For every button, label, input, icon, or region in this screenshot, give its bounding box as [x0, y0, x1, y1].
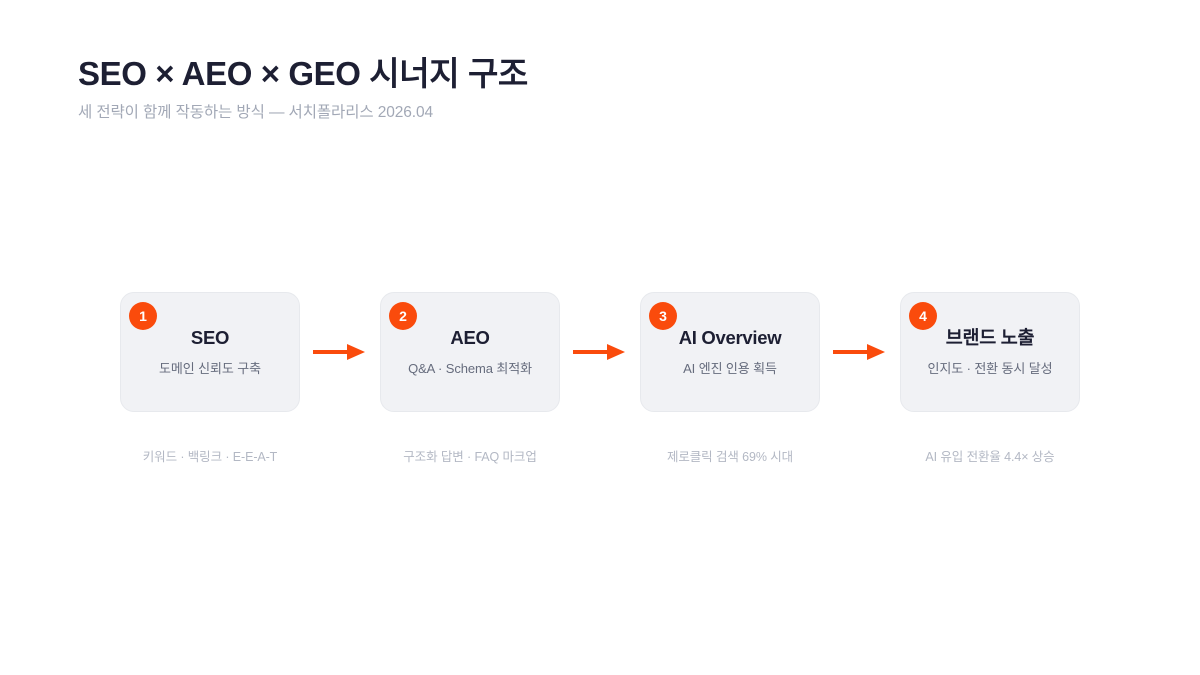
- step-badge-1: 1: [129, 302, 157, 330]
- connector-2: [560, 292, 640, 412]
- step-card-4[interactable]: 4 브랜드 노출 인지도 · 전환 동시 달성: [900, 292, 1080, 412]
- flow-step-2: 2 AEO Q&A · Schema 최적화 구조화 답변 · FAQ 마크업: [380, 292, 560, 465]
- step-subtitle-4: 인지도 · 전환 동시 달성: [927, 361, 1053, 377]
- step-caption-2: 구조화 답변 · FAQ 마크업: [403, 450, 537, 464]
- step-title-1: SEO: [190, 327, 230, 349]
- arrow-right-icon: [313, 343, 367, 361]
- step-card-1[interactable]: 1 SEO 도메인 신뢰도 구축: [120, 292, 300, 412]
- step-title-2: AEO: [450, 327, 490, 349]
- arrow-right-icon: [573, 343, 627, 361]
- step-badge-2: 2: [389, 302, 417, 330]
- flow-step-3: 3 AI Overview AI 엔진 인용 획득 제로클릭 검색 69% 시대: [640, 292, 820, 465]
- header: SEO × AEO × GEO 시너지 구조 세 전략이 함께 작동하는 방식 …: [78, 54, 528, 123]
- connector-1: [300, 292, 380, 412]
- step-subtitle-2: Q&A · Schema 최적화: [408, 361, 532, 377]
- step-card-3[interactable]: 3 AI Overview AI 엔진 인용 획득: [640, 292, 820, 412]
- page-title: SEO × AEO × GEO 시너지 구조: [78, 55, 528, 92]
- step-badge-4: 4: [909, 302, 937, 330]
- step-subtitle-1: 도메인 신뢰도 구축: [159, 361, 261, 377]
- page-subtitle: 세 전략이 함께 작동하는 방식 — 서치폴라리스 2026.04: [78, 104, 434, 122]
- flow-step-1: 1 SEO 도메인 신뢰도 구축 키워드 · 백링크 · E-E-A-T: [120, 292, 300, 465]
- connector-3: [820, 292, 900, 412]
- step-caption-1: 키워드 · 백링크 · E-E-A-T: [142, 450, 278, 464]
- step-card-2[interactable]: 2 AEO Q&A · Schema 최적화: [380, 292, 560, 412]
- step-caption-3: 제로클릭 검색 69% 시대: [666, 450, 794, 464]
- step-title-3: AI Overview: [678, 327, 782, 349]
- flow-step-4: 4 브랜드 노출 인지도 · 전환 동시 달성 AI 유입 전환율 4.4× 상…: [900, 292, 1080, 465]
- flow-diagram: 1 SEO 도메인 신뢰도 구축 키워드 · 백링크 · E-E-A-T 2 A…: [120, 292, 1080, 465]
- step-badge-3: 3: [649, 302, 677, 330]
- arrow-right-icon: [833, 343, 887, 361]
- step-subtitle-3: AI 엔진 인용 획득: [683, 361, 777, 377]
- step-caption-4: AI 유입 전환율 4.4× 상승: [925, 450, 1055, 464]
- step-title-4: 브랜드 노출: [945, 327, 1035, 349]
